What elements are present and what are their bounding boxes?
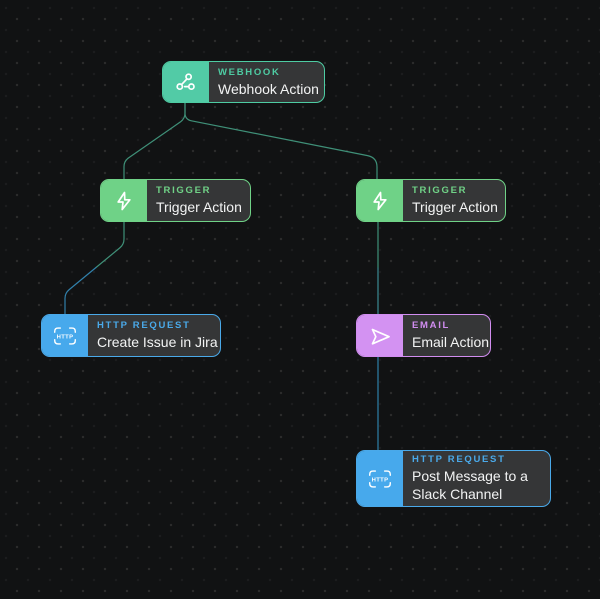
node-create-issue-in-jira[interactable]: HTTP HTTP REQUEST Create Issue in Jira [41,314,221,357]
send-icon [357,315,403,356]
edge-trigger-left-to-jira-end[interactable] [64,266,97,315]
edge-webhook-to-trigger-right[interactable] [184,101,378,180]
node-category-label: TRIGGER [156,185,212,196]
node-category-label: EMAIL [412,320,451,331]
node-category-label: HTTP REQUEST [412,454,506,465]
http-request-icon: HTTP [42,315,88,356]
edge-webhook-to-trigger-left[interactable] [123,101,186,180]
node-title: Trigger Action [412,199,498,215]
node-title: Email Action [412,334,490,350]
edge-trigger-left-to-jira-start[interactable] [95,221,125,269]
webhook-icon [163,62,209,102]
node-title: Webhook Action [218,80,319,97]
node-category-label: TRIGGER [412,185,468,196]
node-category-label: WEBHOOK [218,66,281,78]
node-trigger-action-right[interactable]: TRIGGER Trigger Action [356,179,506,222]
svg-text:HTTP: HTTP [372,477,389,483]
node-title: Create Issue in Jira [97,334,218,350]
node-title: Post Message to a Slack Channel [412,468,528,502]
node-webhook-action[interactable]: WEBHOOK Webhook Action [162,61,325,103]
lightning-icon [101,180,147,221]
http-request-icon: HTTP [357,451,403,506]
node-category-label: HTTP REQUEST [97,320,191,331]
node-title: Trigger Action [156,199,242,215]
lightning-icon [357,180,403,221]
node-post-message-slack[interactable]: HTTP HTTP REQUEST Post Message to a Slac… [356,450,551,507]
node-trigger-action-left[interactable]: TRIGGER Trigger Action [100,179,251,222]
node-email-action[interactable]: EMAIL Email Action [356,314,491,357]
svg-text:HTTP: HTTP [57,334,74,340]
